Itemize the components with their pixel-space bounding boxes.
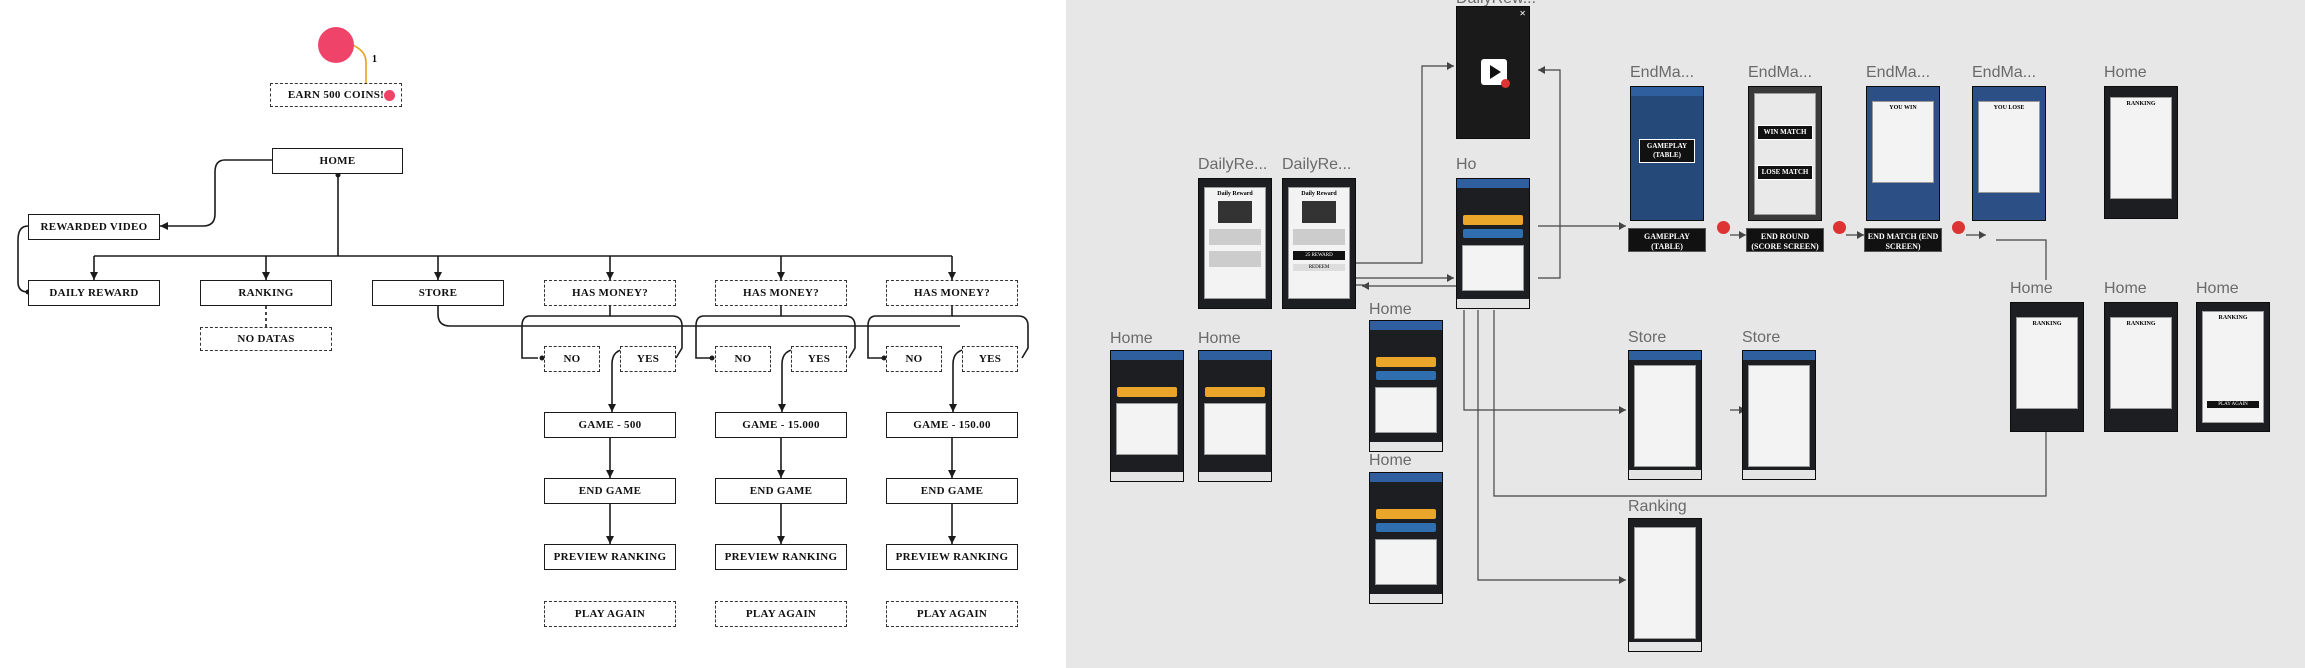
daily-reward-screen[interactable]: Daily Reward xyxy=(1198,178,1272,309)
gameplay-label: GAMEPLAY (TABLE) xyxy=(1639,139,1695,163)
ranking-screen[interactable]: RANKING PLAY AGAIN xyxy=(2196,302,2270,432)
frame-label: Home xyxy=(1369,301,1412,318)
end-game-node[interactable]: END GAME xyxy=(544,478,676,504)
lose-match-button[interactable]: LOSE MATCH xyxy=(1757,165,1813,180)
frame-label: EndMa... xyxy=(1630,64,1695,81)
ranking-screen[interactable]: RANKING xyxy=(2010,302,2084,432)
you-win-title: YOU WIN xyxy=(1889,105,1917,111)
end-round-screen[interactable]: WIN MATCH LOSE MATCH xyxy=(1748,86,1822,221)
end-round-node[interactable]: END ROUND (SCORE SCREEN) xyxy=(1746,228,1824,252)
home-screen[interactable] xyxy=(1198,350,1272,482)
frame-label: Home xyxy=(1369,452,1412,469)
earn-coins-node[interactable]: EARN 500 COINS! xyxy=(270,83,402,107)
you-lose-screen[interactable]: YOU LOSE xyxy=(1972,86,2046,221)
start-count-label: 1 xyxy=(372,54,377,65)
store-screen[interactable] xyxy=(1628,350,1702,480)
frame-label: Store xyxy=(1742,329,1781,346)
home-node[interactable]: HOME xyxy=(272,148,403,174)
play-with-bots-button[interactable] xyxy=(1463,215,1523,225)
store-node[interactable]: STORE xyxy=(372,280,504,306)
no-node[interactable]: NO xyxy=(715,346,771,372)
ranking-title: RANKING xyxy=(2032,321,2062,327)
frame-label: DailyRe... xyxy=(1282,156,1352,173)
preview-ranking-node[interactable]: PREVIEW RANKING xyxy=(544,544,676,570)
no-node[interactable]: NO xyxy=(886,346,942,372)
ranking-list-screen[interactable] xyxy=(1628,518,1702,652)
game-node[interactable]: GAME - 500 xyxy=(544,412,676,438)
has-money-node[interactable]: HAS MONEY? xyxy=(886,280,1018,306)
ranking-screen[interactable]: RANKING xyxy=(2104,302,2178,432)
user-flow-canvas: 1 EARN 500 COINS! HOME REWARDED VIDEO DA… xyxy=(0,0,1066,668)
earn-coins-handle[interactable] xyxy=(384,90,395,101)
end-match-node[interactable]: END MATCH (END SCREEN) xyxy=(1864,228,1942,252)
close-icon[interactable]: ✕ xyxy=(1519,9,1526,18)
transition-badge xyxy=(1717,221,1730,234)
yes-node[interactable]: YES xyxy=(962,346,1018,372)
rewarded-video-node[interactable]: REWARDED VIDEO xyxy=(28,214,160,240)
reward-button[interactable]: 25 REWARD xyxy=(1293,251,1345,260)
daily-reward-node[interactable]: DAILY REWARD xyxy=(28,280,160,306)
preview-ranking-node[interactable]: PREVIEW RANKING xyxy=(715,544,847,570)
yes-node[interactable]: YES xyxy=(791,346,847,372)
game-node[interactable]: GAME - 15.000 xyxy=(715,412,847,438)
you-win-screen[interactable]: YOU WIN xyxy=(1866,86,1940,221)
gameplay-table-node[interactable]: GAMEPLAY (TABLE) xyxy=(1628,228,1706,252)
ranking-title: RANKING xyxy=(2218,315,2248,321)
frame-label: EndMa... xyxy=(1748,64,1813,81)
frame-label: Home xyxy=(2010,280,2053,297)
home-screen[interactable] xyxy=(1369,320,1443,452)
store-screen[interactable] xyxy=(1742,350,1816,480)
banner xyxy=(1457,179,1529,188)
record-icon xyxy=(1501,79,1510,88)
preview-ranking-node[interactable]: PREVIEW RANKING xyxy=(886,544,1018,570)
frame-label: EndMa... xyxy=(1866,64,1931,81)
home-screen[interactable] xyxy=(1110,350,1184,482)
no-node[interactable]: NO xyxy=(544,346,600,372)
daily-reward-title: Daily Reward xyxy=(1301,191,1337,197)
frame-label: Home xyxy=(1198,330,1241,347)
daily-reward-title: Daily Reward xyxy=(1217,191,1253,197)
game-node[interactable]: GAME - 150.00 xyxy=(886,412,1018,438)
play-again-node[interactable]: PLAY AGAIN xyxy=(544,601,676,627)
gameplay-screen[interactable]: GAMEPLAY (TABLE) xyxy=(1630,86,1704,221)
ranking-screen[interactable]: RANKING xyxy=(2104,86,2178,219)
no-datas-node[interactable]: NO DATAS xyxy=(200,327,332,351)
frame-label: DailyRew... xyxy=(1456,0,1536,8)
frame-label: Store xyxy=(1628,329,1667,346)
daily-reward-screen[interactable]: Daily Reward 25 REWARD REDEEM xyxy=(1282,178,1356,309)
end-game-node[interactable]: END GAME xyxy=(886,478,1018,504)
has-money-node[interactable]: HAS MONEY? xyxy=(544,280,676,306)
rewarded-video-screen[interactable]: ✕ xyxy=(1456,6,1530,139)
transition-badge xyxy=(1952,221,1965,234)
ranking-node[interactable]: RANKING xyxy=(200,280,332,306)
frame-label: Ho xyxy=(1456,156,1477,173)
frame-label: EndMa... xyxy=(1972,64,2037,81)
win-match-button[interactable]: WIN MATCH xyxy=(1757,125,1813,140)
play-again-node[interactable]: PLAY AGAIN xyxy=(886,601,1018,627)
end-game-node[interactable]: END GAME xyxy=(715,478,847,504)
has-money-node[interactable]: HAS MONEY? xyxy=(715,280,847,306)
yes-node[interactable]: YES xyxy=(620,346,676,372)
frame-label: Home xyxy=(1110,330,1153,347)
home-screen[interactable] xyxy=(1456,178,1530,309)
frame-label: DailyRe... xyxy=(1198,156,1268,173)
you-lose-title: YOU LOSE xyxy=(1993,105,2025,111)
home-screen[interactable] xyxy=(1369,472,1443,604)
ranking-title: RANKING xyxy=(2126,101,2156,107)
frame-label: Home xyxy=(2104,64,2147,81)
play-again-button[interactable]: PLAY AGAIN xyxy=(2207,401,2259,408)
ranking-title: RANKING xyxy=(2126,321,2156,327)
play-again-node[interactable]: PLAY AGAIN xyxy=(715,601,847,627)
transition-badge xyxy=(1833,221,1846,234)
frame-label: Ranking xyxy=(1628,498,1687,515)
flow-start-node[interactable] xyxy=(318,27,354,63)
frame-label: Home xyxy=(2104,280,2147,297)
redeem-button[interactable]: REDEEM xyxy=(1293,264,1345,271)
frame-label: Home xyxy=(2196,280,2239,297)
